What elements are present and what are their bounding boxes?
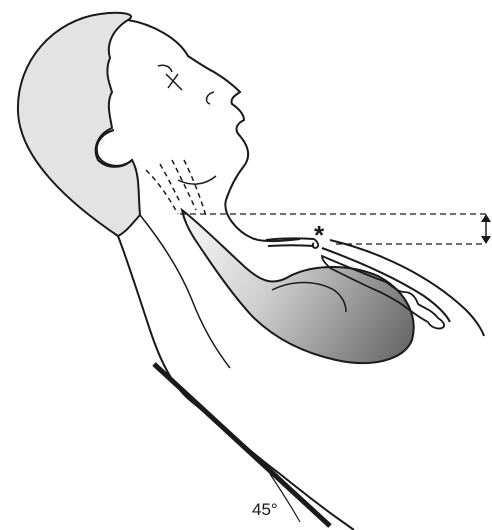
face-profile <box>128 20 300 241</box>
vertical-height-arrow <box>481 214 491 244</box>
neck-muscle-line <box>184 160 206 216</box>
sternal-angle-marker: * <box>314 220 325 250</box>
jaw-line <box>178 176 216 184</box>
nostril <box>207 92 214 104</box>
jugular-vein <box>182 210 414 363</box>
head-hair <box>18 13 140 236</box>
neck-muscle-line <box>172 160 196 210</box>
angle-label: 45° <box>252 500 278 519</box>
clavicle-lower <box>268 245 314 246</box>
eyebrow <box>158 65 172 72</box>
neck-front-outline <box>140 215 230 368</box>
ear <box>97 130 132 166</box>
eye <box>166 74 182 90</box>
back-rest-line <box>154 364 330 526</box>
neck-muscle-line <box>146 170 178 214</box>
